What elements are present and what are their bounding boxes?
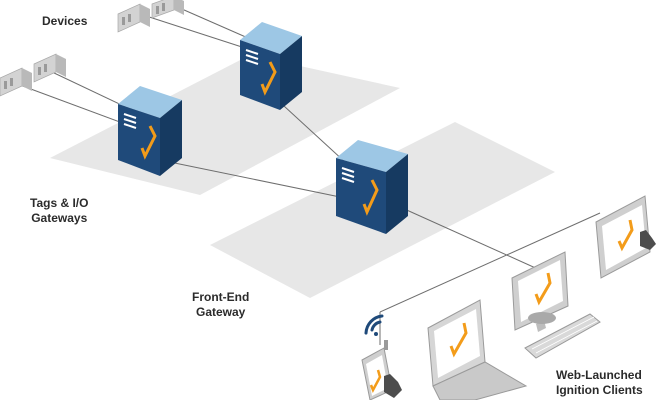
label-front-end-gateway: Front-End Gateway [192, 290, 249, 320]
phone-icon [361, 340, 402, 400]
check-logo-icon [369, 369, 382, 393]
label-devices-text: Devices [42, 14, 88, 28]
check-logo-icon [140, 125, 157, 160]
plc-device-icon [33, 53, 66, 83]
server-icon [118, 86, 182, 176]
server-icon [240, 22, 302, 110]
hand-pointer-icon [640, 230, 656, 250]
check-logo-icon [362, 179, 379, 216]
label-clients-line2: Ignition Clients [556, 383, 643, 397]
keyboard-icon [524, 313, 601, 359]
label-tags-io-gateways: Tags & I/O Gateways [30, 196, 88, 226]
label-devices: Devices [42, 14, 87, 29]
wifi-icon [364, 314, 384, 336]
check-logo-icon [260, 61, 277, 96]
label-web-launched-clients: Web-Launched Ignition Clients [556, 368, 643, 398]
plc-device-icon [0, 67, 32, 97]
check-logo-icon [617, 219, 634, 252]
monitor-icon [595, 195, 656, 279]
label-clients-line1: Web-Launched [556, 368, 642, 382]
plc-device-icon [151, 0, 184, 19]
monitor-icon [511, 251, 569, 332]
check-logo-icon [534, 272, 552, 306]
label-front-end-line1: Front-End [192, 290, 250, 304]
label-tags-line1: Tags & I/O [30, 196, 89, 210]
hand-pointer-icon [384, 374, 402, 398]
laptop-icon [427, 299, 528, 400]
check-logo-icon [449, 322, 468, 358]
label-front-end-line2: Gateway [195, 305, 246, 319]
label-tags-line2: Gateways [31, 211, 88, 225]
plc-device-icon [117, 3, 150, 33]
server-icon [336, 140, 408, 234]
